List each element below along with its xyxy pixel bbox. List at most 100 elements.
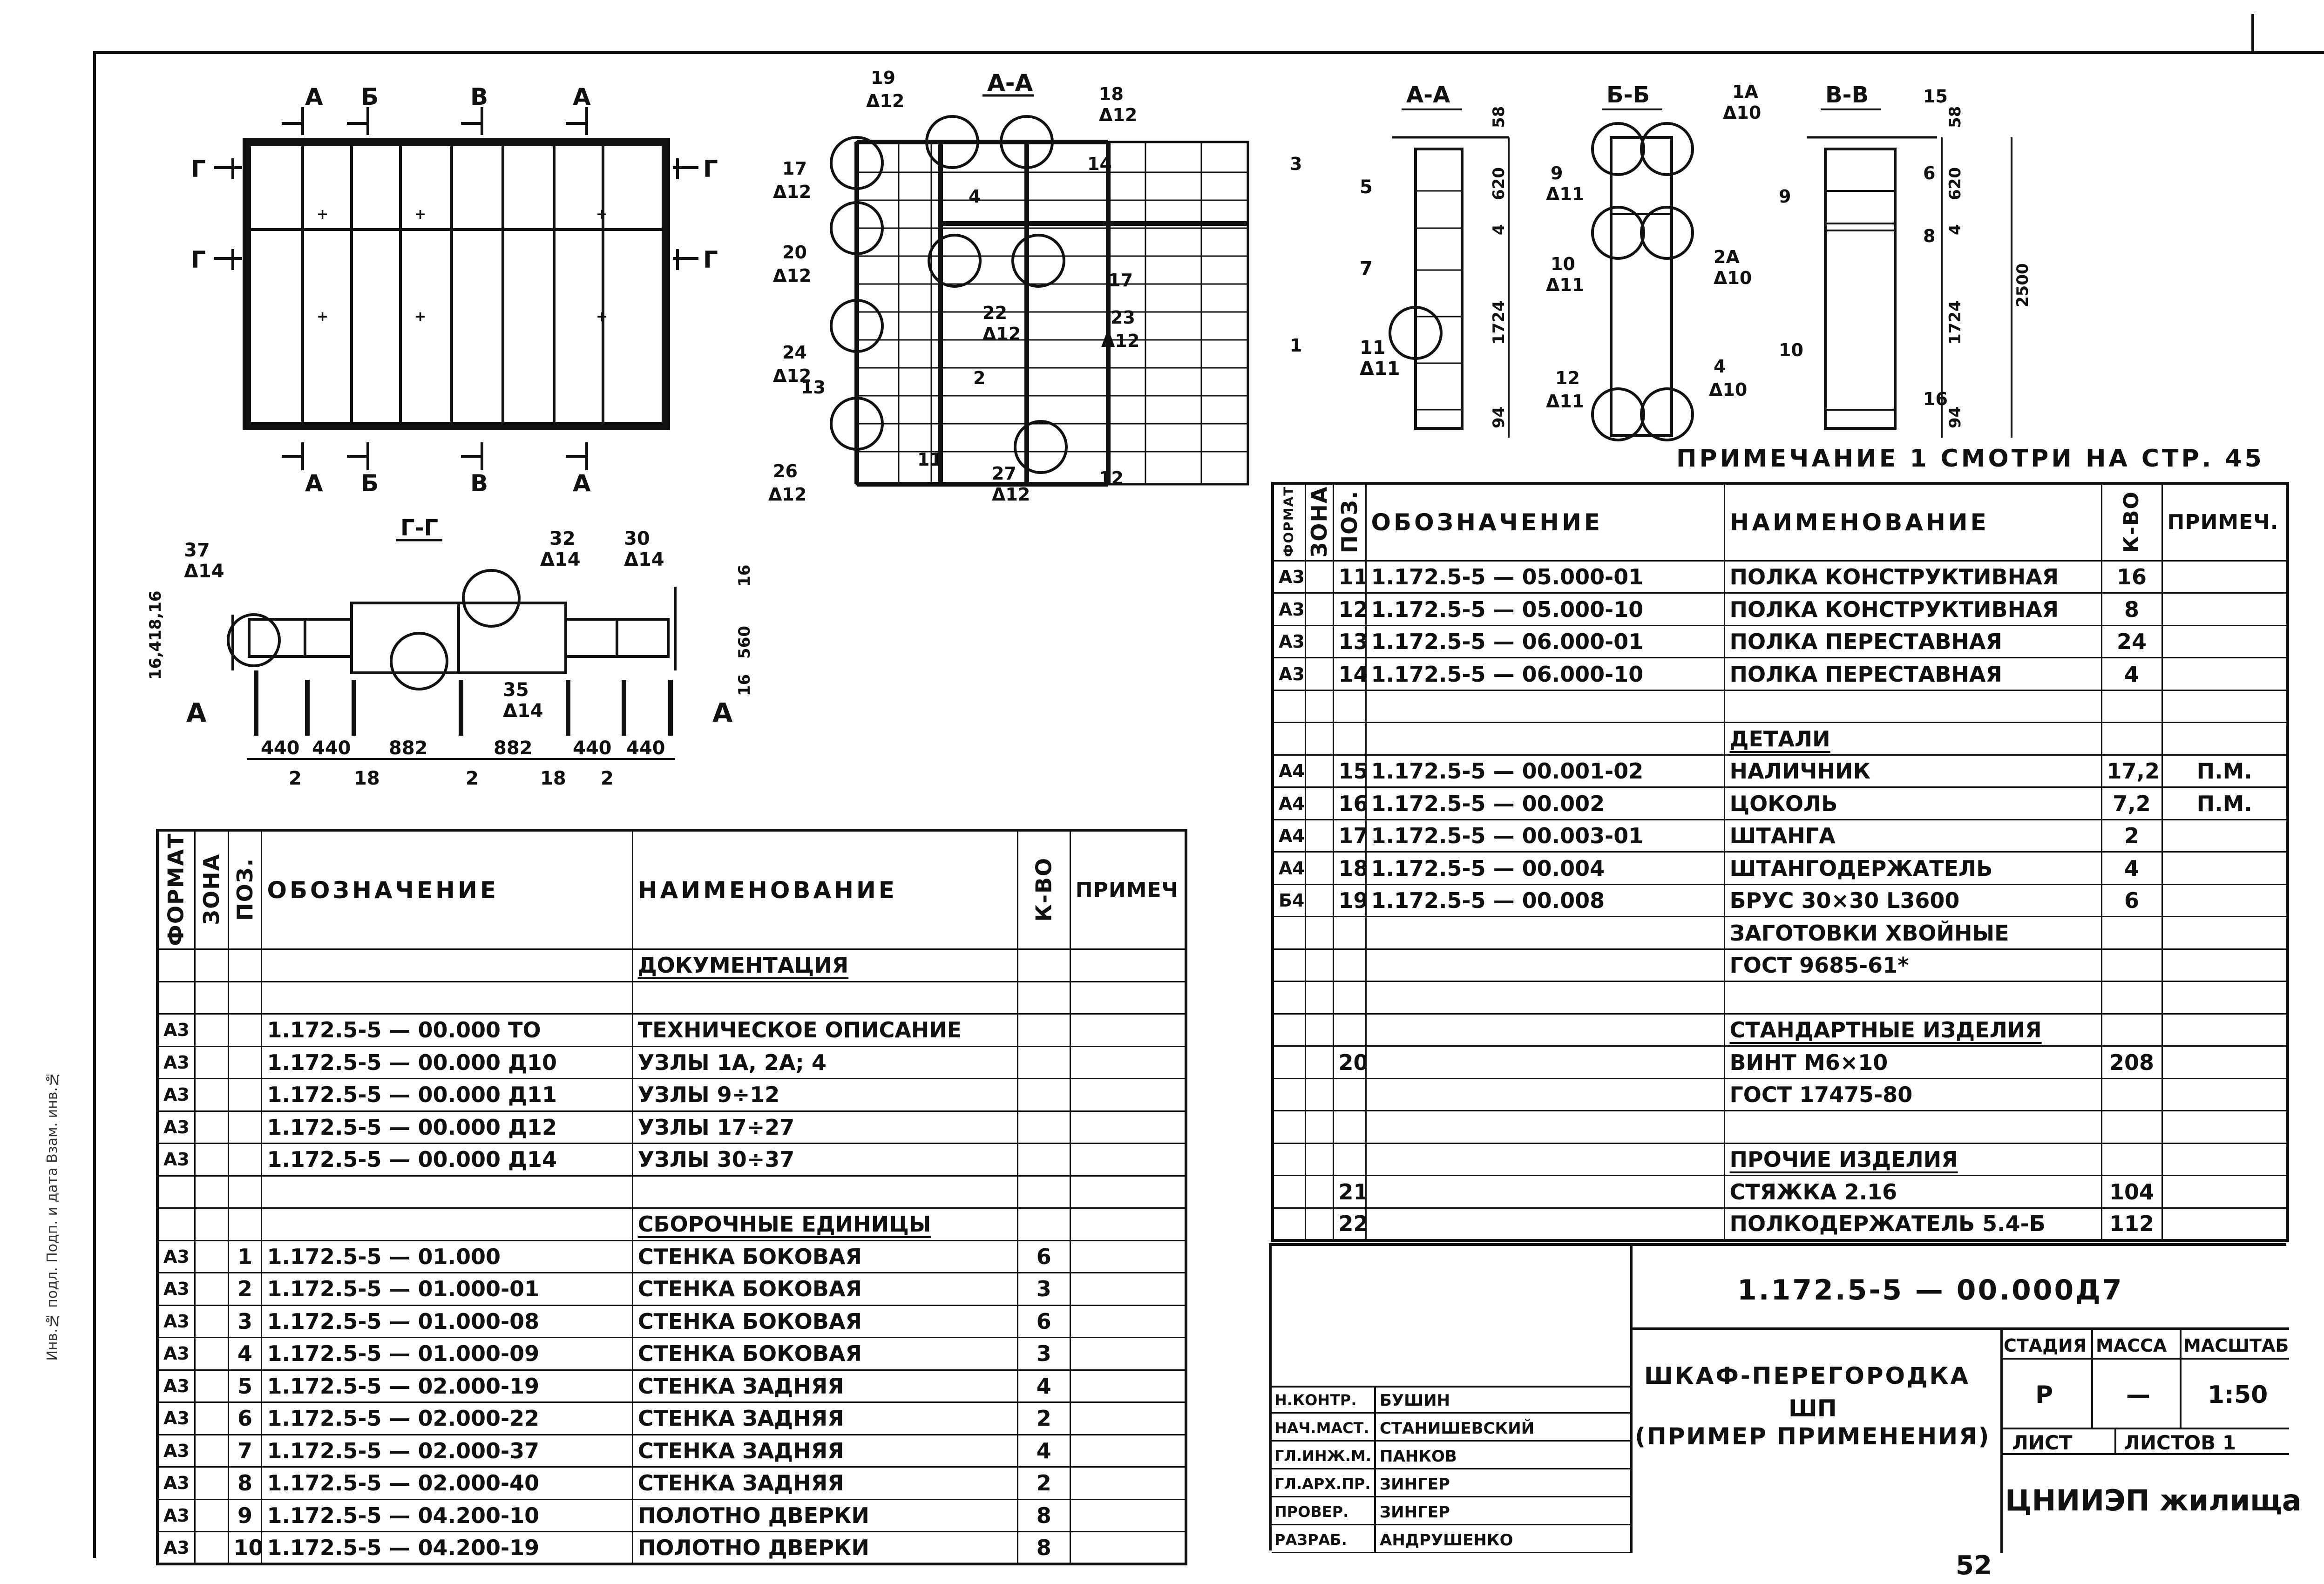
spec-right-cell-note (2161, 1110, 2289, 1144)
spec-left-cell-pos (227, 1078, 263, 1112)
dim-2-2: 2 (466, 768, 479, 789)
spec-left-cell-designation: 1.172.5-5 — 01.000-08 (261, 1304, 633, 1339)
spec-left-cell-designation: 1.172.5-5 — 00.000 Д10 (261, 1045, 633, 1080)
spec-left-cell-pos (227, 948, 263, 982)
spec-right-cell-name: ЗАГОТОВКИ ХВОЙНЫЕ (1723, 916, 2102, 950)
vv-label-10: 10 (1779, 340, 1803, 360)
spec-right-cell-zone (1304, 624, 1334, 659)
spec-left-row (156, 1175, 1187, 1209)
signature-row: НАЧ.МАСТ.СТАНИШЕВСКИЙ (1272, 1414, 1630, 1442)
spec-left-cell-format (156, 1207, 196, 1241)
spec-right-cell-format (1272, 1142, 1306, 1177)
hdr-name: НАИМЕНОВАНИЕ (631, 829, 1018, 950)
spec-left-cell-qty: 6 (1016, 1239, 1071, 1274)
spec-right-cell-zone (1304, 1045, 1334, 1079)
title-line-3: (ПРИМЕР ПРИМЕНЕНИЯ) (1635, 1423, 1991, 1450)
callout-17-ref: Δ12 (773, 182, 811, 202)
spec-right-cell-format (1272, 1110, 1306, 1144)
callout-20-ref: Δ12 (773, 265, 811, 286)
small-aa-label-11: 11 (1360, 337, 1386, 359)
spec-left-cell-format: А3 (156, 1272, 196, 1306)
signature-role: ПРОВЕР. (1274, 1503, 1349, 1521)
spec-left-cell-designation: 1.172.5-5 — 02.000-19 (261, 1369, 633, 1403)
spec-left-cell-zone (194, 1498, 229, 1533)
spec-left-cell-designation (261, 948, 633, 982)
callout-32-ref: Δ14 (540, 549, 581, 570)
section-mark-b-bottom: Б (361, 470, 379, 497)
callout-23-ref: Δ12 (1101, 331, 1139, 351)
spec-left-cell-pos (227, 1143, 263, 1177)
spec-right-cell-qty: 6 (2100, 883, 2163, 918)
spec-left-cell-name: УЗЛЫ 1А, 2А; 4 (631, 1045, 1018, 1080)
vv-label-9: 9 (1779, 186, 1791, 207)
left-margin-stamp: Инв.№ подл. Подп. и дата Взам. инв.№ (44, 1071, 61, 1361)
label-2: 2 (973, 368, 985, 388)
spec-left-cell-zone (194, 1401, 229, 1435)
spec-left-cell-pos: 2 (227, 1272, 263, 1306)
tb-vline-stage (2091, 1327, 2093, 1428)
spec-left-cell-note (1069, 1304, 1187, 1339)
view-aa-title: А-А (987, 69, 1033, 96)
spec-right-cell-name: ПОЛКОДЕРЖАТЕЛЬ 5.4-Б (1723, 1207, 2102, 1241)
section-mark-right: А (712, 698, 733, 728)
spec-right-cell-designation: 1.172.5-5 — 00.004 (1365, 851, 1725, 885)
spec-left-cell-note (1069, 1239, 1187, 1274)
spec-right-cell-format: А3 (1272, 624, 1306, 659)
spec-right-cell-name: НАЛИЧНИК (1723, 754, 2102, 788)
signature-role: ГЛ.АРХ.ПР. (1274, 1475, 1371, 1493)
spec-left-row: ДОКУМЕНТАЦИЯ (156, 948, 1187, 982)
spec-right-cell-pos: 17 (1332, 819, 1367, 853)
spec-left-cell-qty: 2 (1016, 1401, 1071, 1435)
spec-left-cell-qty (1016, 1045, 1071, 1080)
vv-label-15: 15 (1923, 86, 1948, 107)
dim-18-1: 18 (354, 768, 380, 789)
spec-right-cell-qty (2100, 1142, 2163, 1177)
spec-left-cell-note (1069, 1175, 1187, 1209)
spec-left-cell-note (1069, 1401, 1187, 1435)
spec-left-cell-name: ТЕХНИЧЕСКОЕ ОПИСАНИЕ (631, 1013, 1018, 1047)
right-dim-560: 560 (735, 626, 754, 659)
callout-37: 37 (184, 540, 210, 561)
callout-30-ref: Δ14 (624, 549, 664, 570)
spec-left-cell-name: СТЕНКА ЗАДНЯЯ (631, 1401, 1018, 1435)
svg-text:+: + (414, 206, 426, 223)
spec-right-section-heading: СТАНДАРТНЫЕ ИЗДЕЛИЯ (1729, 1017, 2042, 1043)
spec-right-cell-zone (1304, 657, 1334, 691)
spec-left-cell-qty: 4 (1016, 1434, 1071, 1468)
spec-right-cell-qty: 16 (2100, 560, 2163, 594)
spec-right-cell-note (2161, 981, 2289, 1015)
spec-right-cell-pos (1332, 722, 1367, 756)
spec-left-cell-note (1069, 1143, 1187, 1177)
spec-left-cell-pos (227, 1045, 263, 1080)
spec-right-cell-qty: 208 (2100, 1045, 2163, 1079)
spec-right-cell-format (1272, 722, 1306, 756)
spec-left-cell-format (156, 948, 196, 982)
spec-right-cell-pos (1332, 948, 1367, 982)
signature-row: Н.КОНТР.БУШИН (1272, 1386, 1630, 1414)
spec-left-cell-zone (194, 981, 229, 1015)
spec-right-cell-format: Б4 (1272, 883, 1306, 918)
hdr-pos-r: ПОЗ. (1333, 483, 1366, 561)
callout-30: 30 (624, 528, 650, 549)
spec-table-left: ФОРМАТ ЗОНА ПОЗ. ОБОЗНАЧЕНИЕ НАИМЕНОВАНИ… (156, 829, 1187, 1566)
spec-right-cell-name: ПОЛКА ПЕРЕСТАВНАЯ (1723, 657, 2102, 691)
bb-callout-9-ref: Δ11 (1546, 184, 1584, 204)
spec-right-cell-format (1272, 1207, 1306, 1241)
spec-left-cell-designation: 1.172.5-5 — 04.200-10 (261, 1498, 633, 1533)
spec-right-cell-pos: 15 (1332, 754, 1367, 788)
hdr-qty-r: К-ВО (2101, 483, 2162, 561)
bb-callout-2a: 2А (1714, 247, 1740, 267)
spec-left-cell-zone (194, 1531, 229, 1565)
spec-left-cell-qty: 2 (1016, 1466, 1071, 1500)
svg-text:+: + (414, 309, 426, 325)
dim-440-2: 440 (312, 738, 351, 759)
